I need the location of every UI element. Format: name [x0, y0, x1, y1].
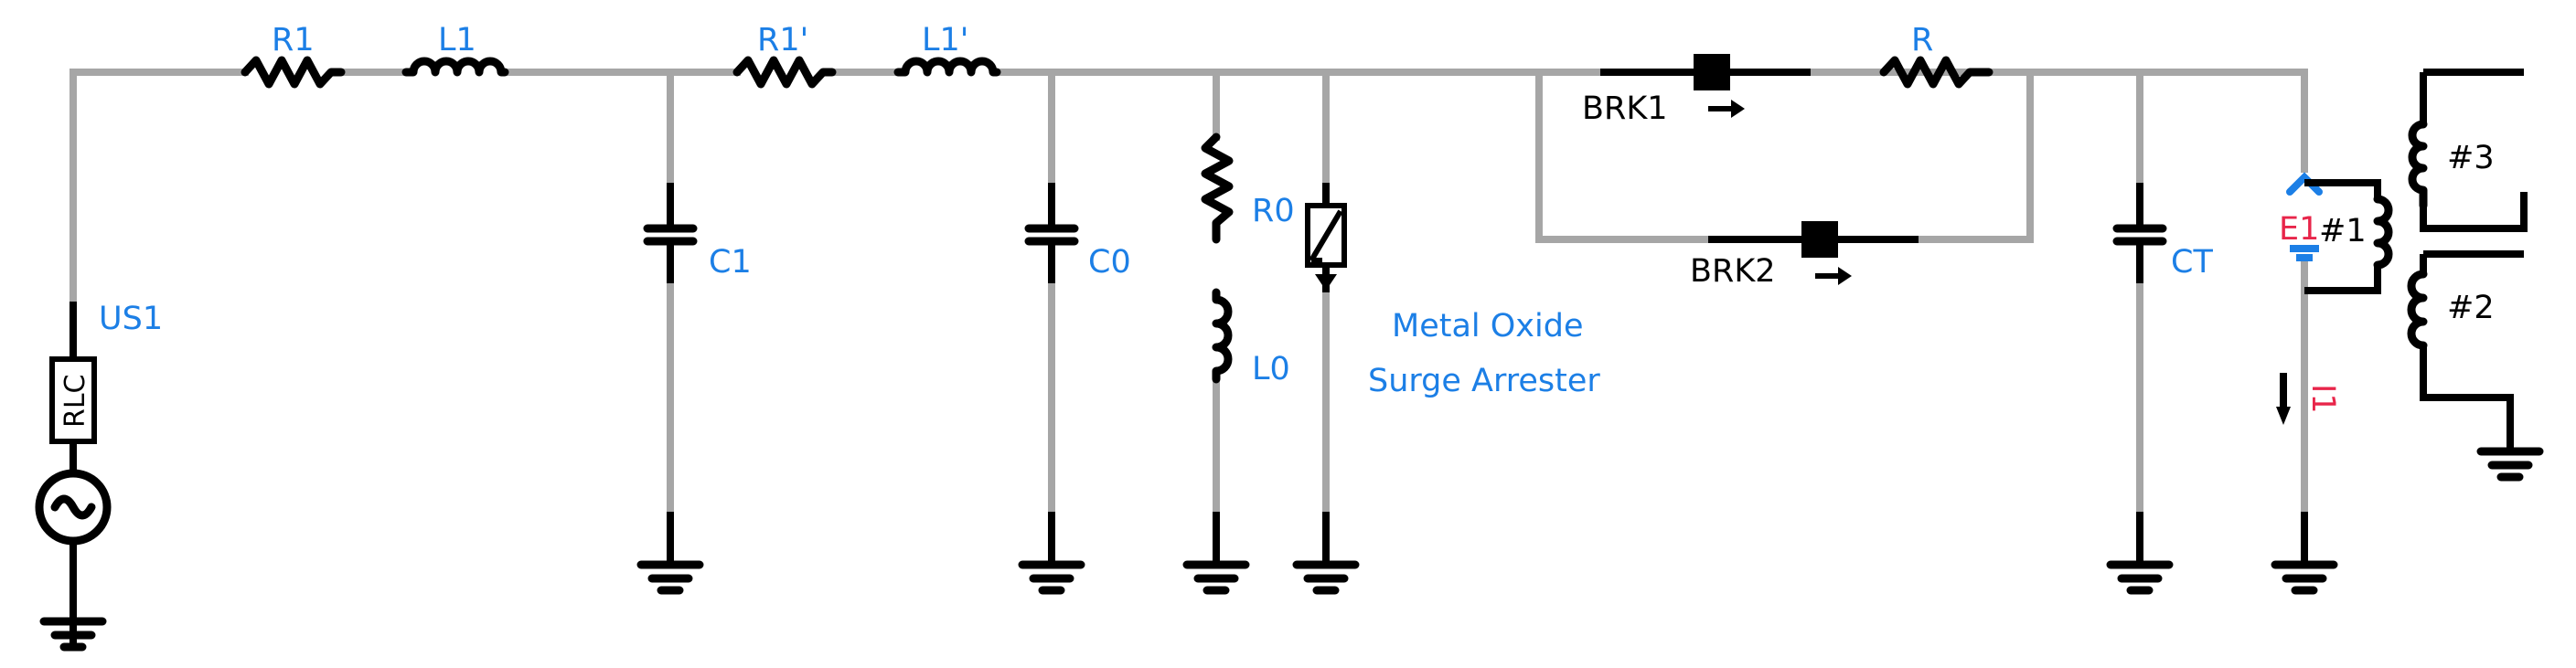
label-L0: L0 — [1252, 351, 1290, 387]
ground-icon — [1182, 512, 1250, 595]
resistor-R1[interactable] — [240, 56, 346, 89]
ground-icon — [2476, 447, 2544, 482]
voltage-source-US1[interactable] — [35, 302, 112, 621]
capacitor-C0[interactable] — [1024, 183, 1079, 283]
label-L1: L1 — [438, 22, 476, 58]
label-winding-3: #3 — [2447, 140, 2495, 176]
label-I1: I1 — [2304, 384, 2341, 414]
ammeter-I1[interactable] — [2276, 373, 2291, 425]
ground-symbols — [39, 447, 2544, 652]
label-winding-1: #1 — [2319, 213, 2367, 249]
ground-icon — [1292, 512, 1360, 595]
transformer[interactable] — [2304, 69, 2528, 451]
label-E1: E1 — [2279, 211, 2319, 248]
capacitor-C1[interactable] — [643, 183, 698, 283]
resistor-R1-prime[interactable] — [732, 56, 837, 89]
inductor-L1-prime[interactable] — [893, 57, 1001, 77]
breaker-BRK2[interactable] — [1708, 221, 1919, 285]
ground-icon — [636, 512, 704, 595]
label-C0: C0 — [1088, 244, 1131, 281]
resistor-R[interactable] — [1879, 56, 1993, 89]
source-type-label: RLC — [59, 374, 91, 428]
label-R1: R1 — [272, 22, 315, 58]
resistor-R0[interactable] — [1201, 133, 1234, 244]
label-winding-2: #2 — [2447, 290, 2495, 326]
ground-icon — [2106, 512, 2174, 595]
label-arrester-line2: Surge Arrester — [1368, 363, 1600, 399]
label-CT: CT — [2171, 244, 2213, 281]
inductor-L0[interactable] — [1212, 288, 1233, 384]
label-arrester-line1: Metal Oxide — [1392, 308, 1584, 345]
surge-arrester[interactable] — [1305, 183, 1347, 292]
ground-icon — [2271, 512, 2338, 595]
bus-wires — [69, 69, 2308, 515]
breaker-BRK1[interactable] — [1600, 54, 1811, 118]
label-R0: R0 — [1252, 193, 1295, 229]
label-BRK2: BRK2 — [1690, 253, 1776, 290]
ground-icon — [1018, 512, 1085, 595]
label-L1-prime: L1' — [922, 22, 968, 58]
label-BRK1: BRK1 — [1582, 90, 1668, 127]
label-US1: US1 — [99, 301, 163, 337]
ground-icon — [39, 617, 107, 652]
voltmeter-E1[interactable] — [2286, 172, 2323, 261]
capacitor-CT[interactable] — [2112, 183, 2167, 283]
label-R1-prime: R1' — [757, 22, 808, 58]
label-R: R — [1911, 22, 1933, 58]
inductor-L1[interactable] — [401, 57, 509, 77]
label-C1: C1 — [709, 244, 752, 281]
